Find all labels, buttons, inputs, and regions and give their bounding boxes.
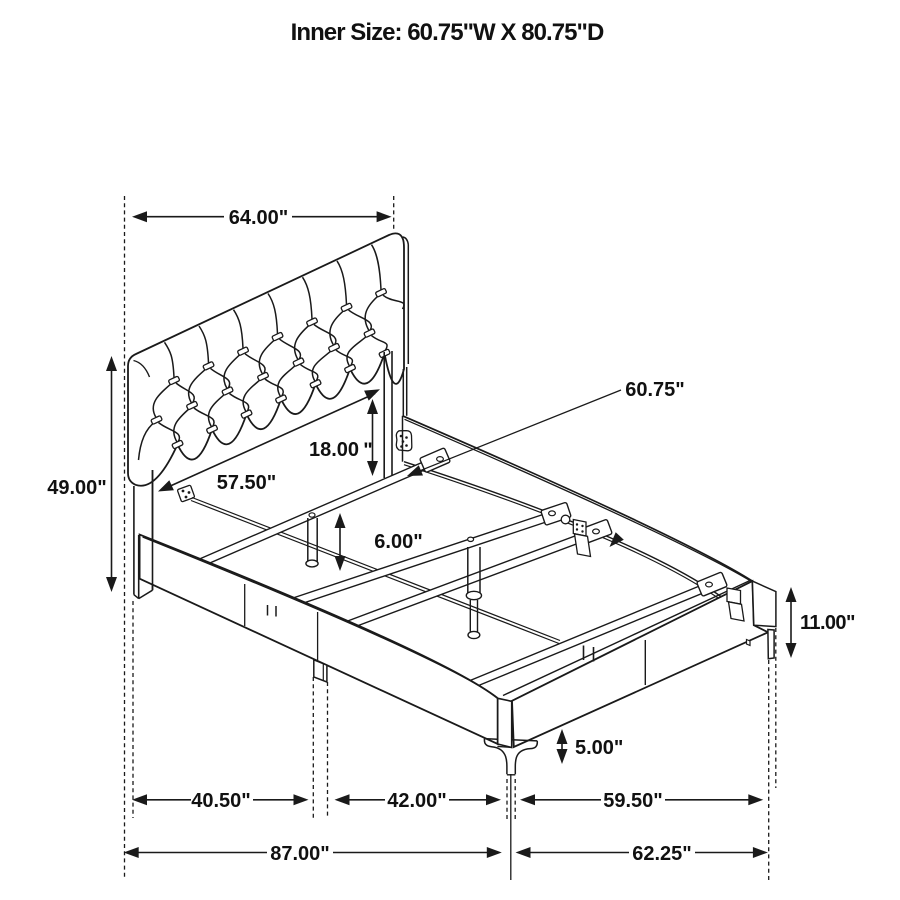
svg-text:5.00": 5.00" [575, 737, 623, 759]
svg-text:49.00": 49.00" [47, 477, 107, 499]
svg-text:59.50": 59.50" [603, 790, 663, 812]
svg-text:60.75": 60.75" [625, 379, 685, 401]
svg-text:62.25": 62.25" [632, 843, 692, 865]
svg-text:11.00": 11.00" [800, 612, 855, 634]
svg-text:Inner Size: 60.75"W X 80.75"D: Inner Size: 60.75"W X 80.75"D [291, 19, 604, 46]
svg-text:": " [363, 440, 372, 462]
svg-text:40.50": 40.50" [191, 790, 251, 812]
svg-text:64.00": 64.00" [229, 207, 289, 229]
svg-text:18.00: 18.00 [309, 439, 359, 461]
svg-text:42.00": 42.00" [387, 790, 447, 812]
svg-text:6.00": 6.00" [374, 531, 422, 553]
svg-text:87.00": 87.00" [270, 843, 330, 865]
svg-text:57.50": 57.50" [217, 472, 277, 494]
